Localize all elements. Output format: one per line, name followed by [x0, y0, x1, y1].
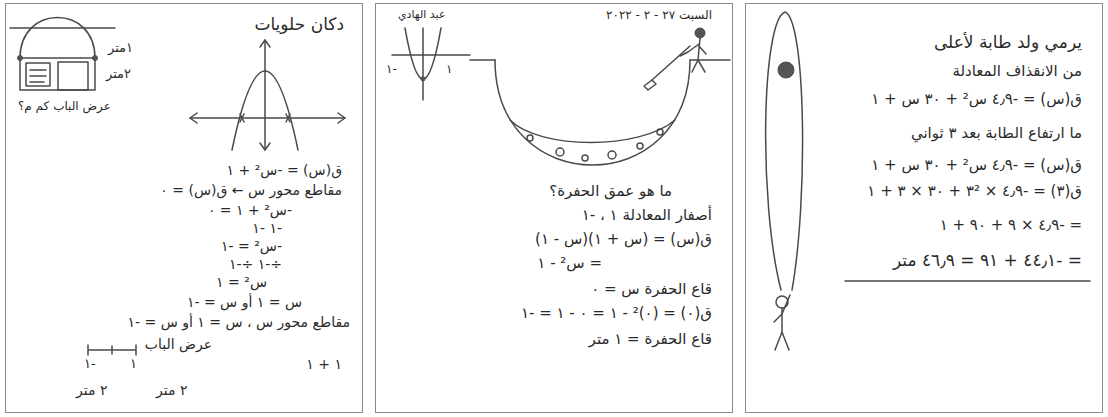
handwritten-line: دكان حلويات: [254, 14, 344, 35]
answer-underline: [845, 280, 1090, 282]
handwritten-line: ٢ متر: [156, 382, 187, 400]
handwritten-line: قاع الحفرة = ١ متر: [589, 330, 712, 349]
handwritten-line: ÷-١ ÷-١: [229, 256, 282, 274]
handwritten-line: عرض الباب: [145, 336, 212, 354]
worksheet-panel: دكان حلويات ١متر ٢متر عرض الباب كم م؟ ق(س) =…: [5, 3, 363, 413]
handwritten-line: ١: [130, 356, 137, 372]
handwritten-line: ٢ متر: [76, 382, 107, 400]
handwritten-line: ١متر: [108, 40, 133, 56]
width-bracket: [88, 345, 136, 355]
worksheet-panel: السبت ٢٧ - ٢ - ٢٠٢٢ عبد الهادي -١ ١ ما هو عم…: [375, 3, 733, 413]
handwritten-line: ق(٣) = -٤٫٩ × ٣² + ٣٠ × ٣ + ١: [867, 182, 1082, 201]
handwritten-line: عبد الهادي: [398, 8, 446, 22]
handwritten-line: ق(س) = (س + ١)(س - ١): [535, 230, 712, 249]
handwritten-line: السبت ٢٧ - ٢ - ٢٠٢٢: [606, 8, 712, 23]
handwritten-line: س² = ١: [216, 274, 267, 292]
handwritten-line: -١: [386, 62, 397, 77]
handwritten-line: ١: [446, 62, 452, 77]
handwritten-line: ما ارتفاع الطابة بعد ٣ ثواني: [911, 124, 1082, 143]
handwritten-line: مقاطع محور س ، س = ١ أو س = -١: [128, 314, 351, 332]
handwritten-line: ١ + ١: [306, 356, 342, 374]
handwritten-line: س = ١ أو س = -١: [187, 294, 302, 312]
handwritten-line: ق(٠) = (٠)² - ١ = ٠ - ١ = -١: [521, 304, 712, 323]
worksheet-panel: يرمي ولد طابة لأعلى من الانقذاف المعادلة ق…: [745, 3, 1103, 413]
parabola-graph: [190, 40, 345, 150]
ball-throw-sketch: [766, 12, 803, 350]
handwritten-line: = -٤٤٫١ + ٩١ = ٤٦٫٩ متر: [893, 250, 1082, 271]
handwritten-line: قاع الحفرة س = ٠: [591, 280, 712, 299]
shop-sketch: [10, 18, 115, 91]
handwritten-line: -١: [84, 356, 96, 372]
handwritten-line: ق(س) = -س² + ١: [227, 162, 342, 180]
handwritten-line: ٢متر: [106, 66, 131, 82]
handwritten-line: = س² - ١: [537, 254, 602, 273]
handwritten-line: -س² + ١ = ٠: [208, 202, 292, 220]
handwritten-line: مقاطع محور س ← ق(س) = ٠: [160, 182, 342, 200]
pit-sketch: [470, 28, 730, 165]
handwritten-line: ق(س) = -٤٫٩ س² + ٣٠ س + ١: [871, 90, 1082, 109]
handwritten-line: -١ -١: [252, 220, 282, 238]
handwritten-line: يرمي ولد طابة لأعلى: [934, 32, 1082, 53]
handwritten-line: من الانقذاف المعادلة: [952, 62, 1082, 81]
handwritten-line: = -٤٫٩ × ٩ + ٩٠ + ١: [940, 216, 1082, 235]
handwritten-line: -س² = -١: [221, 238, 282, 256]
small-graph: [392, 28, 470, 100]
handwritten-line: ما هو عمق الحفرة؟: [549, 182, 672, 201]
handwritten-line: ق(س) = -٤٫٩ س² + ٣٠ س + ١: [871, 156, 1082, 175]
handwritten-line: عرض الباب كم م؟: [18, 99, 111, 114]
handwritten-line: أصفار المعادلة ١ ، -١: [582, 206, 712, 225]
